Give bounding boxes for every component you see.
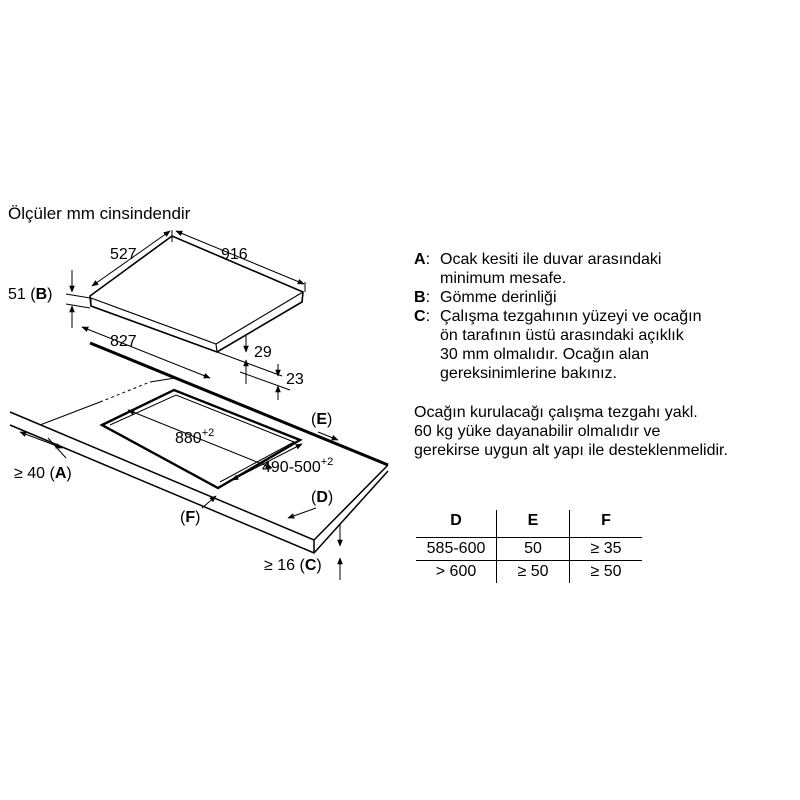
- table-header-d: D: [450, 512, 462, 529]
- note-b-key: B: [414, 289, 426, 306]
- table-header-f: F: [569, 510, 642, 538]
- table-cell: 585-600: [416, 537, 497, 561]
- dim-23-label: 23: [286, 371, 304, 388]
- dim-916-label: 916: [221, 246, 248, 263]
- note-b-colon: :: [425, 289, 431, 306]
- note-a-text: Ocak kesiti ile duvar arasındaki minimum…: [440, 250, 661, 288]
- note-c-line-1: Çalışma tezgahının yüzeyi ve ocağın: [440, 308, 702, 325]
- dim-b-key: B: [36, 286, 48, 303]
- note-b: B: Gömme derinliği: [414, 288, 728, 307]
- table-cell: ≥ 50: [496, 560, 570, 583]
- note-c-colon: :: [425, 308, 431, 325]
- table-header-e: E: [496, 510, 570, 538]
- units-title: Ölçüler mm cinsindendir: [8, 204, 191, 223]
- note-a: A: Ocak kesiti ile duvar arasındaki mini…: [414, 250, 728, 288]
- dim-880-label: 880+2: [175, 427, 214, 447]
- note-c: C: Çalışma tezgahının yüzeyi ve ocağın ö…: [414, 307, 728, 383]
- dim-f-label: (F): [180, 509, 200, 526]
- notes-panel: A: Ocak kesiti ile duvar arasındaki mini…: [414, 250, 728, 460]
- dim-16-value: ≥ 16: [264, 557, 295, 574]
- table-cell: > 600: [416, 560, 497, 583]
- table-header-row: D E F: [416, 510, 642, 538]
- dim-e-key: E: [316, 411, 327, 428]
- dim-c-label: ≥ 16 (C): [264, 557, 322, 574]
- note-a-colon: :: [425, 251, 431, 268]
- dim-e-label: (E): [311, 411, 332, 428]
- dim-c-key: C: [305, 557, 317, 574]
- note-a-key: A: [414, 251, 426, 268]
- dim-29-label: 29: [254, 344, 272, 361]
- dim-a-key: A: [55, 465, 67, 482]
- table-cell: ≥ 50: [569, 560, 642, 583]
- load-info-line-2: 60 kg yüke dayanabilir olmalıdır ve: [414, 423, 661, 440]
- dim-880-tolerance: +2: [202, 427, 215, 439]
- note-a-line-2: minimum mesafe.: [440, 270, 567, 287]
- load-info-line-1: Ocağın kurulacağı çalışma tezgahı yakl.: [414, 404, 698, 421]
- dim-527-label: 527: [110, 246, 137, 263]
- table-cell: ≥ 35: [569, 537, 642, 561]
- dim-a-label: ≥ 40 (A): [14, 465, 72, 482]
- dimension-lines: [19, 230, 343, 580]
- dim-d-key: D: [316, 489, 328, 506]
- dim-490-value: 490-500: [262, 459, 321, 476]
- note-b-sep: [430, 288, 440, 307]
- countertop: [9, 341, 389, 554]
- dim-490-label: 490-500+2: [262, 456, 333, 476]
- note-a-sep: [430, 250, 440, 288]
- dim-d-label: (D): [311, 489, 333, 506]
- load-info: Ocağın kurulacağı çalışma tezgahı yakl. …: [414, 403, 728, 460]
- dim-880-value: 880: [175, 430, 202, 447]
- dim-f-key: F: [185, 509, 195, 526]
- note-a-line-1: Ocak kesiti ile duvar arasındaki: [440, 251, 662, 268]
- dim-51-label: 51 (B): [8, 286, 52, 303]
- note-c-line-3: 30 mm olmalıdır. Ocağın alan: [440, 346, 649, 363]
- clearance-table: D E F 585-600 50 ≥ 35 > 600 ≥ 50 ≥ 50: [416, 510, 642, 583]
- table-cell: 50: [496, 537, 570, 561]
- note-b-text: Gömme derinliği: [440, 288, 556, 307]
- load-info-line-3: gerekirse uygun alt yapı ile desteklenme…: [414, 442, 728, 459]
- dim-490-tolerance: +2: [321, 456, 334, 468]
- dim-51-value: 51: [8, 286, 26, 303]
- dim-827-label: 827: [110, 333, 137, 350]
- dim-40-value: ≥ 40: [14, 465, 45, 482]
- note-c-line-4: gereksinimlerine bakınız.: [440, 365, 617, 382]
- note-b-line-1: Gömme derinliği: [440, 289, 557, 306]
- note-c-sep: [430, 307, 440, 383]
- table-row: 585-600 50 ≥ 35: [416, 537, 642, 561]
- note-c-line-2: ön tarafının üstü arasındaki açıklık: [440, 327, 684, 344]
- note-c-text: Çalışma tezgahının yüzeyi ve ocağın ön t…: [440, 307, 701, 383]
- table-row: > 600 ≥ 50 ≥ 50: [416, 560, 642, 583]
- note-c-key: C: [414, 308, 426, 325]
